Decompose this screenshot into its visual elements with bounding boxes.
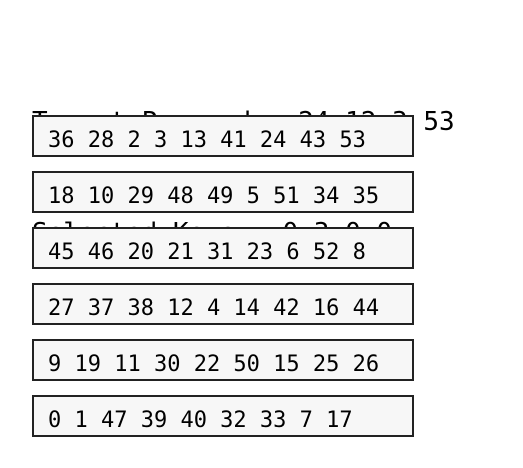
key-rows: 36 28 2 3 13 41 24 43 53 18 10 29 48 49 … (32, 115, 414, 451)
key-row-2[interactable]: 18 10 29 48 49 5 51 34 35 (32, 171, 414, 213)
key-row-3[interactable]: 45 46 20 21 31 23 6 52 8 (32, 227, 414, 269)
key-row-4[interactable]: 27 37 38 12 4 14 42 16 44 (32, 283, 414, 325)
key-row-6[interactable]: 0 1 47 39 40 32 33 7 17 (32, 395, 414, 437)
key-row-5[interactable]: 9 19 11 30 22 50 15 25 26 (32, 339, 414, 381)
key-row-1[interactable]: 36 28 2 3 13 41 24 43 53 (32, 115, 414, 157)
